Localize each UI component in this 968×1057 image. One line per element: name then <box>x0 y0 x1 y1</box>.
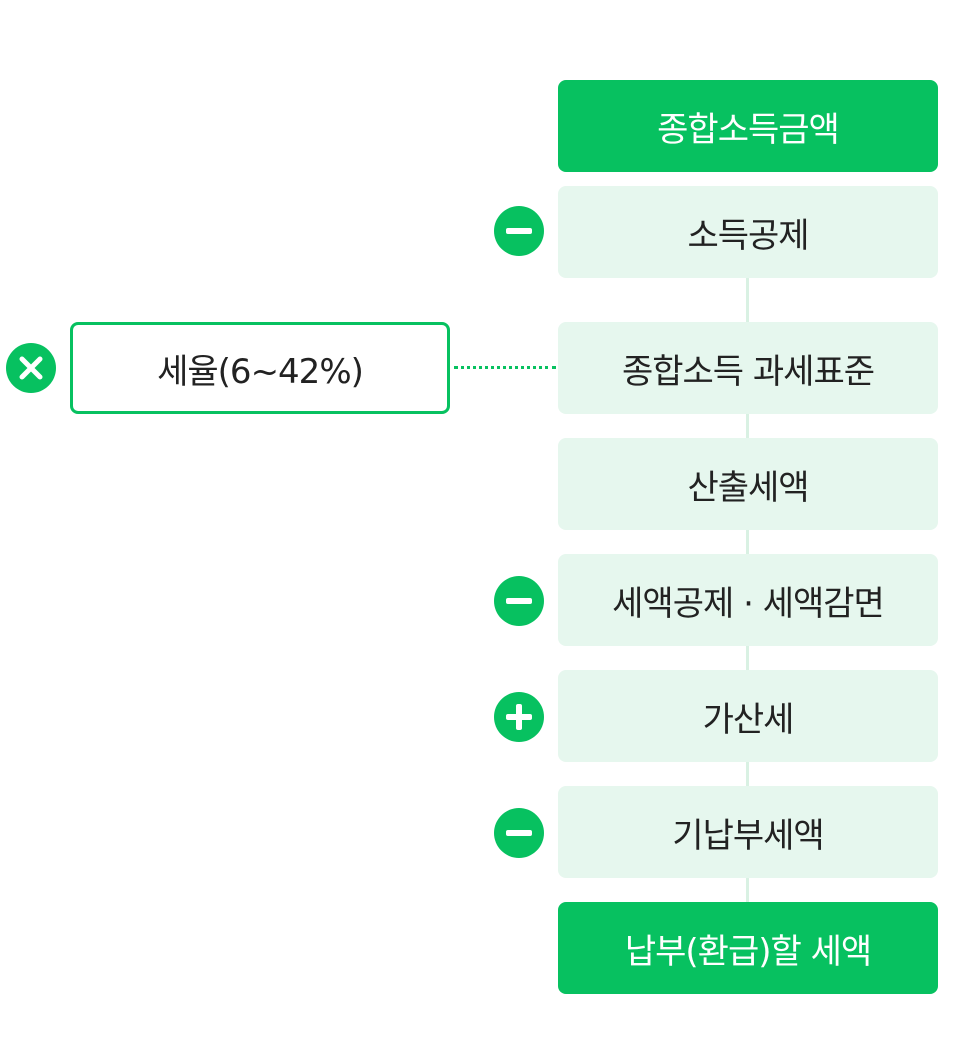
step-total-income: 종합소득금액 <box>558 80 938 172</box>
step-label: 납부(환급)할 세액 <box>624 931 872 972</box>
connector-line <box>746 414 749 438</box>
step-label: 종합소득금액 <box>657 109 840 150</box>
connector-line <box>746 762 749 786</box>
step-tax-payable: 납부(환급)할 세액 <box>558 902 938 994</box>
step-label: 종합소득 과세표준 <box>621 351 875 392</box>
connector-line <box>746 878 749 902</box>
tax-rate-box: 세율(6~42%) <box>70 322 450 414</box>
minus-icon <box>494 808 544 858</box>
step-tax-base: 종합소득 과세표준 <box>558 322 938 414</box>
minus-icon <box>494 206 544 256</box>
step-label: 기납부세액 <box>672 815 824 856</box>
step-label: 가산세 <box>702 699 795 740</box>
step-label: 소득공제 <box>687 215 809 256</box>
connector-line <box>746 278 749 322</box>
tax-rate-label: 세율(6~42%) <box>157 351 364 392</box>
connector-line <box>746 646 749 670</box>
times-icon <box>6 343 56 393</box>
step-label: 산출세액 <box>687 467 809 508</box>
step-prepaid-tax: 기납부세액 <box>558 786 938 878</box>
connector-line <box>746 530 749 554</box>
step-additional-tax: 가산세 <box>558 670 938 762</box>
step-calculated-tax: 산출세액 <box>558 438 938 530</box>
step-tax-credit: 세액공제 · 세액감면 <box>558 554 938 646</box>
step-income-deduction: 소득공제 <box>558 186 938 278</box>
step-label: 세액공제 · 세액감면 <box>612 583 885 624</box>
dotted-connector <box>454 366 556 369</box>
plus-icon <box>494 692 544 742</box>
minus-icon <box>494 576 544 626</box>
